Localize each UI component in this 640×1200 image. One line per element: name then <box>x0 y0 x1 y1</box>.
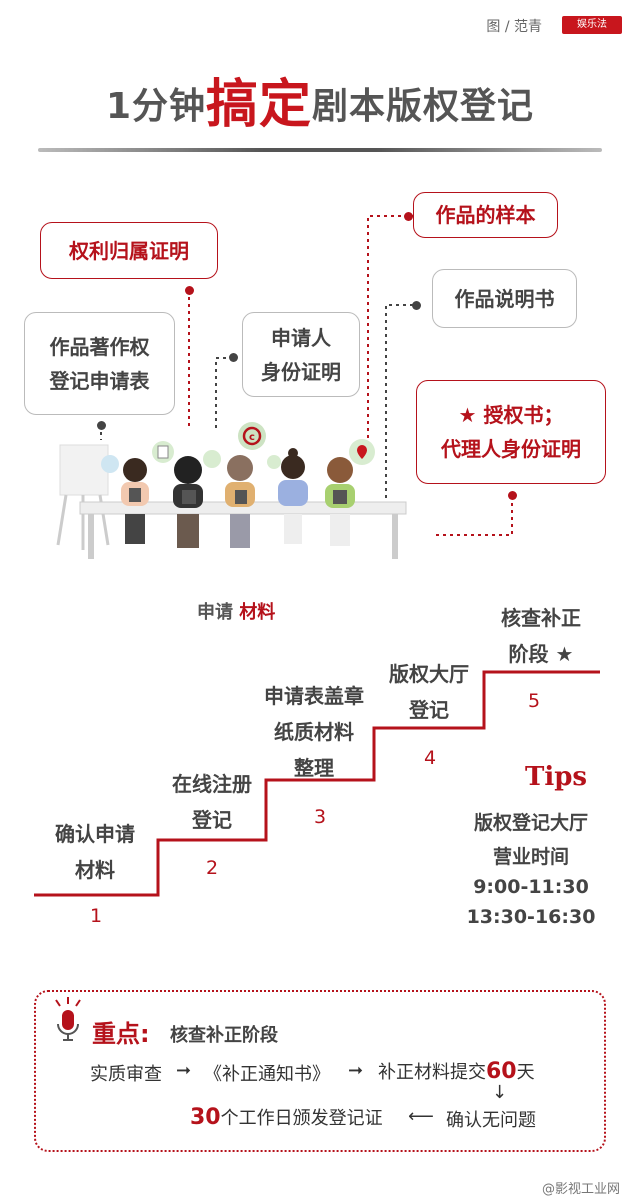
step-5-number: 5 <box>528 690 541 712</box>
applicant-line-1: 申请人 <box>271 325 331 350</box>
person-1 <box>121 458 149 544</box>
form-line-2: 登记申请表 <box>49 368 150 393</box>
connector-auth <box>432 496 513 536</box>
step-1-label: 确认申请 材料 <box>42 816 148 888</box>
document-icon <box>152 441 174 463</box>
tips-line-2: 营业时间 <box>492 846 569 868</box>
key-points-box <box>34 990 606 1152</box>
step-1-number: 1 <box>90 905 103 927</box>
step-4-line-2: 登记 <box>409 698 449 722</box>
svg-text:c: c <box>249 432 255 443</box>
flow-step-submit: 补正材料提交60天 <box>378 1058 535 1084</box>
submit-unit: 天 <box>516 1062 535 1083</box>
title-post: 剧本版权登记 <box>312 86 535 127</box>
person-4 <box>278 448 308 544</box>
person-2 <box>173 456 203 548</box>
step-2-label: 在线注册 登记 <box>158 766 266 838</box>
site-watermark: @影视工业网 <box>541 1182 620 1197</box>
dot-auth <box>508 491 517 500</box>
step-4-line-1: 版权大厅 <box>389 662 469 686</box>
person-3 <box>225 455 255 548</box>
arrow-right-2: ➞ <box>348 1060 364 1081</box>
auth-line-1: ★ 授权书； <box>458 403 564 427</box>
arrow-right-1: ➞ <box>176 1060 192 1081</box>
auth-line-2: 代理人身份证明 <box>441 437 581 461</box>
step-2-number: 2 <box>206 857 219 879</box>
flow-step-notice: 《补正通知书》 <box>204 1064 330 1085</box>
title-divider <box>38 148 602 152</box>
key-title-text: 重点 <box>92 1020 140 1048</box>
dot-form <box>97 421 106 430</box>
box-authorization: ★ 授权书； 代理人身份证明 <box>416 380 606 484</box>
step-5-label: 核查补正 阶段 ★ <box>484 600 598 672</box>
step-3-line-3: 整理 <box>294 756 334 780</box>
checklist-icon <box>267 455 281 469</box>
step-4-label: 版权大厅 登记 <box>374 656 484 728</box>
key-subtitle: 核查补正阶段 <box>170 1025 278 1046</box>
dot-rights <box>185 286 194 295</box>
box-work-sample: 作品的样本 <box>413 192 558 238</box>
arrow-down: ↓ <box>492 1082 508 1103</box>
flow-step-certificate: 30个工作日颁发登记证 <box>190 1104 383 1130</box>
key-title: 重点: <box>92 1020 150 1048</box>
certificate-text: 个工作日颁发登记证 <box>220 1108 383 1129</box>
caption-pre: 申请 <box>197 602 233 623</box>
step-3-number: 3 <box>314 806 327 828</box>
step-3-line-1: 申请表盖章 <box>264 684 364 708</box>
calculator-icon <box>203 450 221 468</box>
submit-text: 补正材料提交 <box>378 1062 486 1083</box>
materials-caption: 申请 材料 <box>197 598 275 624</box>
step-3-line-2: 纸质材料 <box>274 720 354 744</box>
title-emphasis: 搞定 <box>206 75 313 135</box>
title-pre: 1分钟 <box>105 86 207 127</box>
person-5 <box>325 457 355 546</box>
tips-line-1: 版权登记大厅 <box>473 812 588 834</box>
page-title: 1分钟搞定剧本版权登记 <box>0 62 640 137</box>
tips-title: Tips <box>525 762 588 792</box>
applicant-line-2: 身份证明 <box>261 359 341 384</box>
arrow-left: ⟵ <box>408 1106 434 1127</box>
tips-time-2: 13:30-16:30 <box>466 906 596 928</box>
dot-description <box>412 301 421 310</box>
easel-illustration <box>56 444 110 550</box>
step-2-line-1: 在线注册 <box>172 772 252 796</box>
box-work-description: 作品说明书 <box>432 269 577 328</box>
submit-days: 60 <box>486 1059 517 1084</box>
flow-step-confirm: 确认无问题 <box>446 1110 536 1131</box>
step-4-number: 4 <box>424 747 437 769</box>
connector-applicant <box>215 357 233 430</box>
tips-time-1: 9:00-11:30 <box>473 876 589 898</box>
flow-step-review: 实质审查 <box>90 1064 162 1085</box>
box-registration-form: 作品著作权 登记申请表 <box>24 312 175 415</box>
copyright-icon: c <box>238 422 266 450</box>
microphone-icon <box>55 997 81 1041</box>
brand-logo: 娱乐法 <box>562 16 622 34</box>
dot-sample <box>404 212 413 221</box>
image-credit: 图 / 范青 <box>486 19 542 35</box>
step-3-label: 申请表盖章 纸质材料 整理 <box>254 678 374 786</box>
box-applicant-id: 申请人 身份证明 <box>242 312 360 397</box>
certificate-days: 30 <box>190 1105 221 1130</box>
connector-sample <box>367 215 415 440</box>
box-rights-proof: 权利归属证明 <box>40 222 218 279</box>
location-pin-icon <box>349 439 375 465</box>
caption-emphasis: 材料 <box>239 602 276 623</box>
step-1-line-2: 材料 <box>75 858 115 882</box>
step-5-line-2: 阶段 ★ <box>508 642 574 666</box>
step-5-line-1: 核查补正 <box>501 606 581 630</box>
connector-description <box>385 304 420 500</box>
cloud-icon <box>101 455 119 473</box>
form-line-1: 作品著作权 <box>49 334 150 359</box>
dot-applicant <box>229 353 238 362</box>
step-1-line-1: 确认申请 <box>55 822 135 846</box>
step-2-line-2: 登记 <box>192 808 232 832</box>
process-staircase <box>34 670 600 897</box>
